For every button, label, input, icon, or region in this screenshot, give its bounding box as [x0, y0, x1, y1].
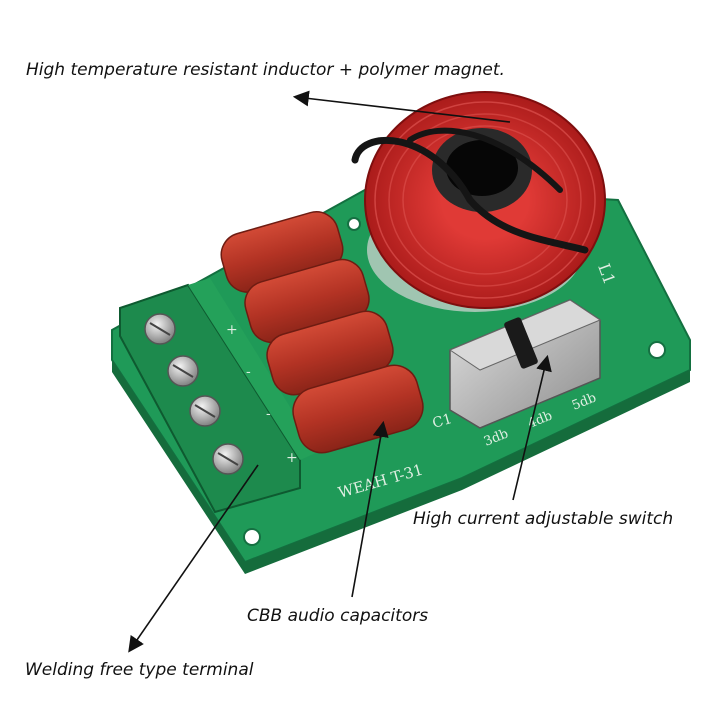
terminal-screw — [212, 443, 244, 475]
capacitor-silkscreen: C1 — [431, 411, 454, 432]
terminal-screw — [167, 355, 199, 387]
inductor-annotation: High temperature resistant inductor + po… — [26, 60, 505, 80]
inductor-coil: L1 — [351, 91, 619, 312]
terminal-sign: - — [246, 364, 251, 380]
switch-arrow — [512, 354, 552, 501]
terminal-annotation: Welding free type terminal — [25, 660, 254, 680]
capacitor — [292, 364, 424, 454]
terminal-sign: + — [286, 450, 298, 466]
terminal-sign: - — [266, 406, 271, 422]
terminal-arrow — [128, 464, 259, 653]
inductor-arrow — [292, 90, 511, 123]
terminal-screw — [189, 395, 221, 427]
terminal-screw — [144, 313, 176, 345]
switch-annotation: High current adjustable switch — [413, 509, 674, 529]
terminal-sign: + — [226, 322, 238, 338]
capacitor-arrow — [351, 420, 389, 598]
terminal-block: + - - + — [119, 278, 318, 514]
capacitor-annotation: CBB audio capacitors — [247, 606, 429, 626]
